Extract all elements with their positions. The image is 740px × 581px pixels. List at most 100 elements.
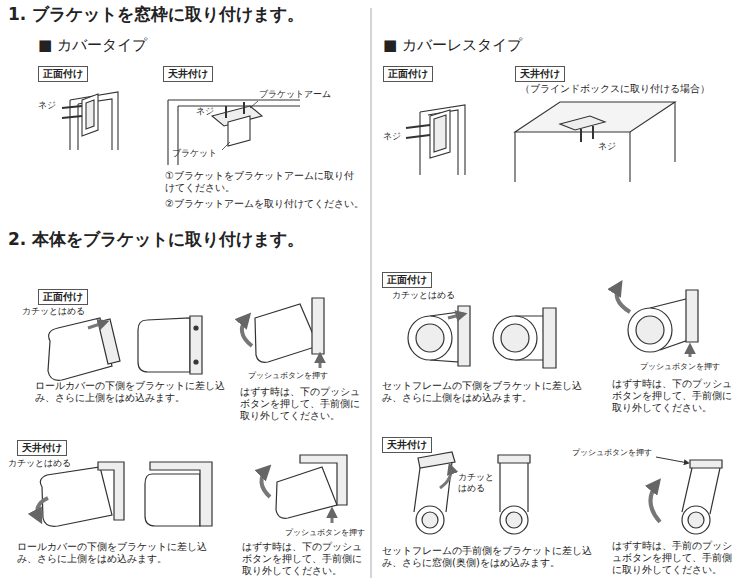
blind-box-figure <box>580 129 582 142</box>
part-name: ブラケットアーム <box>259 89 331 100</box>
instruction-text: ロールカバーの下側をブラケットに差し込み、さらに上側をはめ込みます。 <box>35 380 225 404</box>
part-name: ネジ <box>196 106 214 117</box>
set-frame-figure <box>416 324 444 352</box>
window-frame-figure <box>406 135 430 138</box>
roll-cover-figure <box>48 318 120 380</box>
roll-cover-figure <box>331 510 334 523</box>
action-label: カチッとはめる <box>22 306 85 317</box>
set-frame-figure <box>688 512 704 528</box>
tag-text: 正面付け <box>387 274 427 286</box>
set-frame-figure <box>500 506 528 534</box>
mount-type-tag: 天井付け <box>17 440 67 456</box>
instruction-text: セットフレームの手前側をブラケットに差し込み、さらに窓側(奥側)をはめ込みます。 <box>382 545 594 569</box>
roll-cover-figure <box>300 455 347 505</box>
action-label: カチッとはめる <box>8 458 71 469</box>
tag-text: 天井付け <box>387 439 427 451</box>
window-frame-figure <box>82 94 98 136</box>
action-label: プッシュボタンを押す <box>640 362 720 372</box>
roll-cover-figure <box>276 467 337 518</box>
set-frame-figure <box>543 308 556 368</box>
set-frame-figure <box>506 512 522 528</box>
window-frame-figure <box>70 92 118 150</box>
section-heading: ■ カバーレスタイプ <box>383 36 522 54</box>
note-text: （ブラインドボックスに取り付ける場合） <box>520 83 710 95</box>
tag-text: 天井付け <box>168 68 208 80</box>
window-frame-figure <box>430 110 450 158</box>
tag-text: 天井付け <box>22 442 62 454</box>
set-frame-figure <box>617 284 630 312</box>
instruction-text: ロールカバーの下側をブラケットに差し込み、さらに上側をはめ込みます。 <box>17 541 217 565</box>
roll-cover-figure <box>88 322 106 328</box>
roll-cover-figure <box>190 316 202 374</box>
blind-box-figure <box>560 116 605 130</box>
window-frame-figure <box>62 92 118 150</box>
ceiling-bracket-figure <box>243 102 245 114</box>
action-label: カチッとはめる <box>392 290 455 301</box>
mount-type-tag: 正面付け <box>38 289 88 305</box>
set-frame-figure <box>493 316 537 360</box>
window-frame-figure <box>62 116 82 118</box>
set-frame-figure <box>422 512 438 528</box>
tag-text: 正面付け <box>388 68 428 80</box>
set-frame-figure <box>686 290 698 342</box>
note-text: ②ブラケットアームを取り付けてください。 <box>165 198 365 210</box>
instruction-text: はずす時は、下のプッシュボタンを押して、手前側に取り外してください。 <box>612 378 736 414</box>
set-frame-figure <box>501 324 529 352</box>
action-label: プッシュボタンを押す <box>248 371 328 381</box>
ceiling-bracket-figure <box>225 106 227 118</box>
part-name: ブラケット <box>172 148 217 159</box>
window-frame-figure <box>62 106 82 108</box>
set-frame-figure <box>650 482 660 522</box>
roll-cover-figure <box>37 498 48 520</box>
mount-type-tag: 正面付け <box>382 272 432 288</box>
roll-cover-figure <box>48 298 324 380</box>
action-label: プッシュボタンを押す <box>572 448 652 458</box>
set-frame-figure <box>500 463 528 512</box>
blind-box-figure <box>515 102 675 132</box>
roll-cover-figure <box>145 474 200 526</box>
roll-cover-figure <box>194 326 198 330</box>
set-frame-figure <box>682 506 710 534</box>
window-frame-figure <box>420 105 465 175</box>
set-frame-figure <box>690 460 722 468</box>
note-text: ①ブラケットをブラケットアームに取り付けてください。 <box>165 170 360 194</box>
mount-type-tag: 天井付け <box>163 66 213 82</box>
window-frame-figure <box>406 125 430 128</box>
roll-cover-figure <box>242 316 252 346</box>
set-frame-figure <box>414 462 452 512</box>
ceiling-bracket-figure <box>228 116 250 146</box>
part-name: ネジ <box>383 131 401 142</box>
roll-cover-figure <box>261 468 270 497</box>
set-frame-figure <box>414 452 722 534</box>
set-frame-figure <box>448 314 464 318</box>
roll-cover-figure <box>312 298 324 354</box>
ceiling-bracket-figure <box>250 101 258 108</box>
step-heading: 1. ブラケットを窓枠に取り付けます。 <box>8 4 304 24</box>
action-label: プッシュボタンを押す <box>285 528 365 538</box>
window-frame-figure <box>406 105 465 175</box>
part-name: ネジ <box>38 100 56 111</box>
window-frame-figure <box>86 100 94 129</box>
divider-line <box>371 8 372 578</box>
instruction-text: はずす時は、手前のプッシュボタンを押して、手前側に取り外してください。 <box>612 540 736 576</box>
mount-type-tag: 天井付け <box>515 66 565 82</box>
set-frame-figure <box>689 346 692 357</box>
set-frame-figure <box>416 506 444 534</box>
roll-cover-figure <box>40 467 112 526</box>
set-frame-figure <box>656 457 688 463</box>
ceiling-bracket-figure <box>222 142 230 150</box>
roll-cover-figure <box>150 462 212 526</box>
tag-text: 正面付け <box>43 291 83 303</box>
action-label: カチッと はめる <box>458 472 498 494</box>
tag-text: 天井付け <box>520 68 560 80</box>
roll-cover-figure <box>98 319 120 364</box>
blind-box-figure <box>515 102 675 182</box>
roll-cover-figure <box>319 355 322 368</box>
roll-cover-figure <box>98 462 124 520</box>
window-frame-figure <box>434 115 446 152</box>
instruction-text: はずす時は、下のプッシュボタンを押して、手前側に取り外してください。 <box>240 386 365 422</box>
ceiling-bracket-figure <box>168 100 300 165</box>
roll-cover-figure <box>255 304 318 362</box>
part-name: ネジ <box>598 141 616 152</box>
